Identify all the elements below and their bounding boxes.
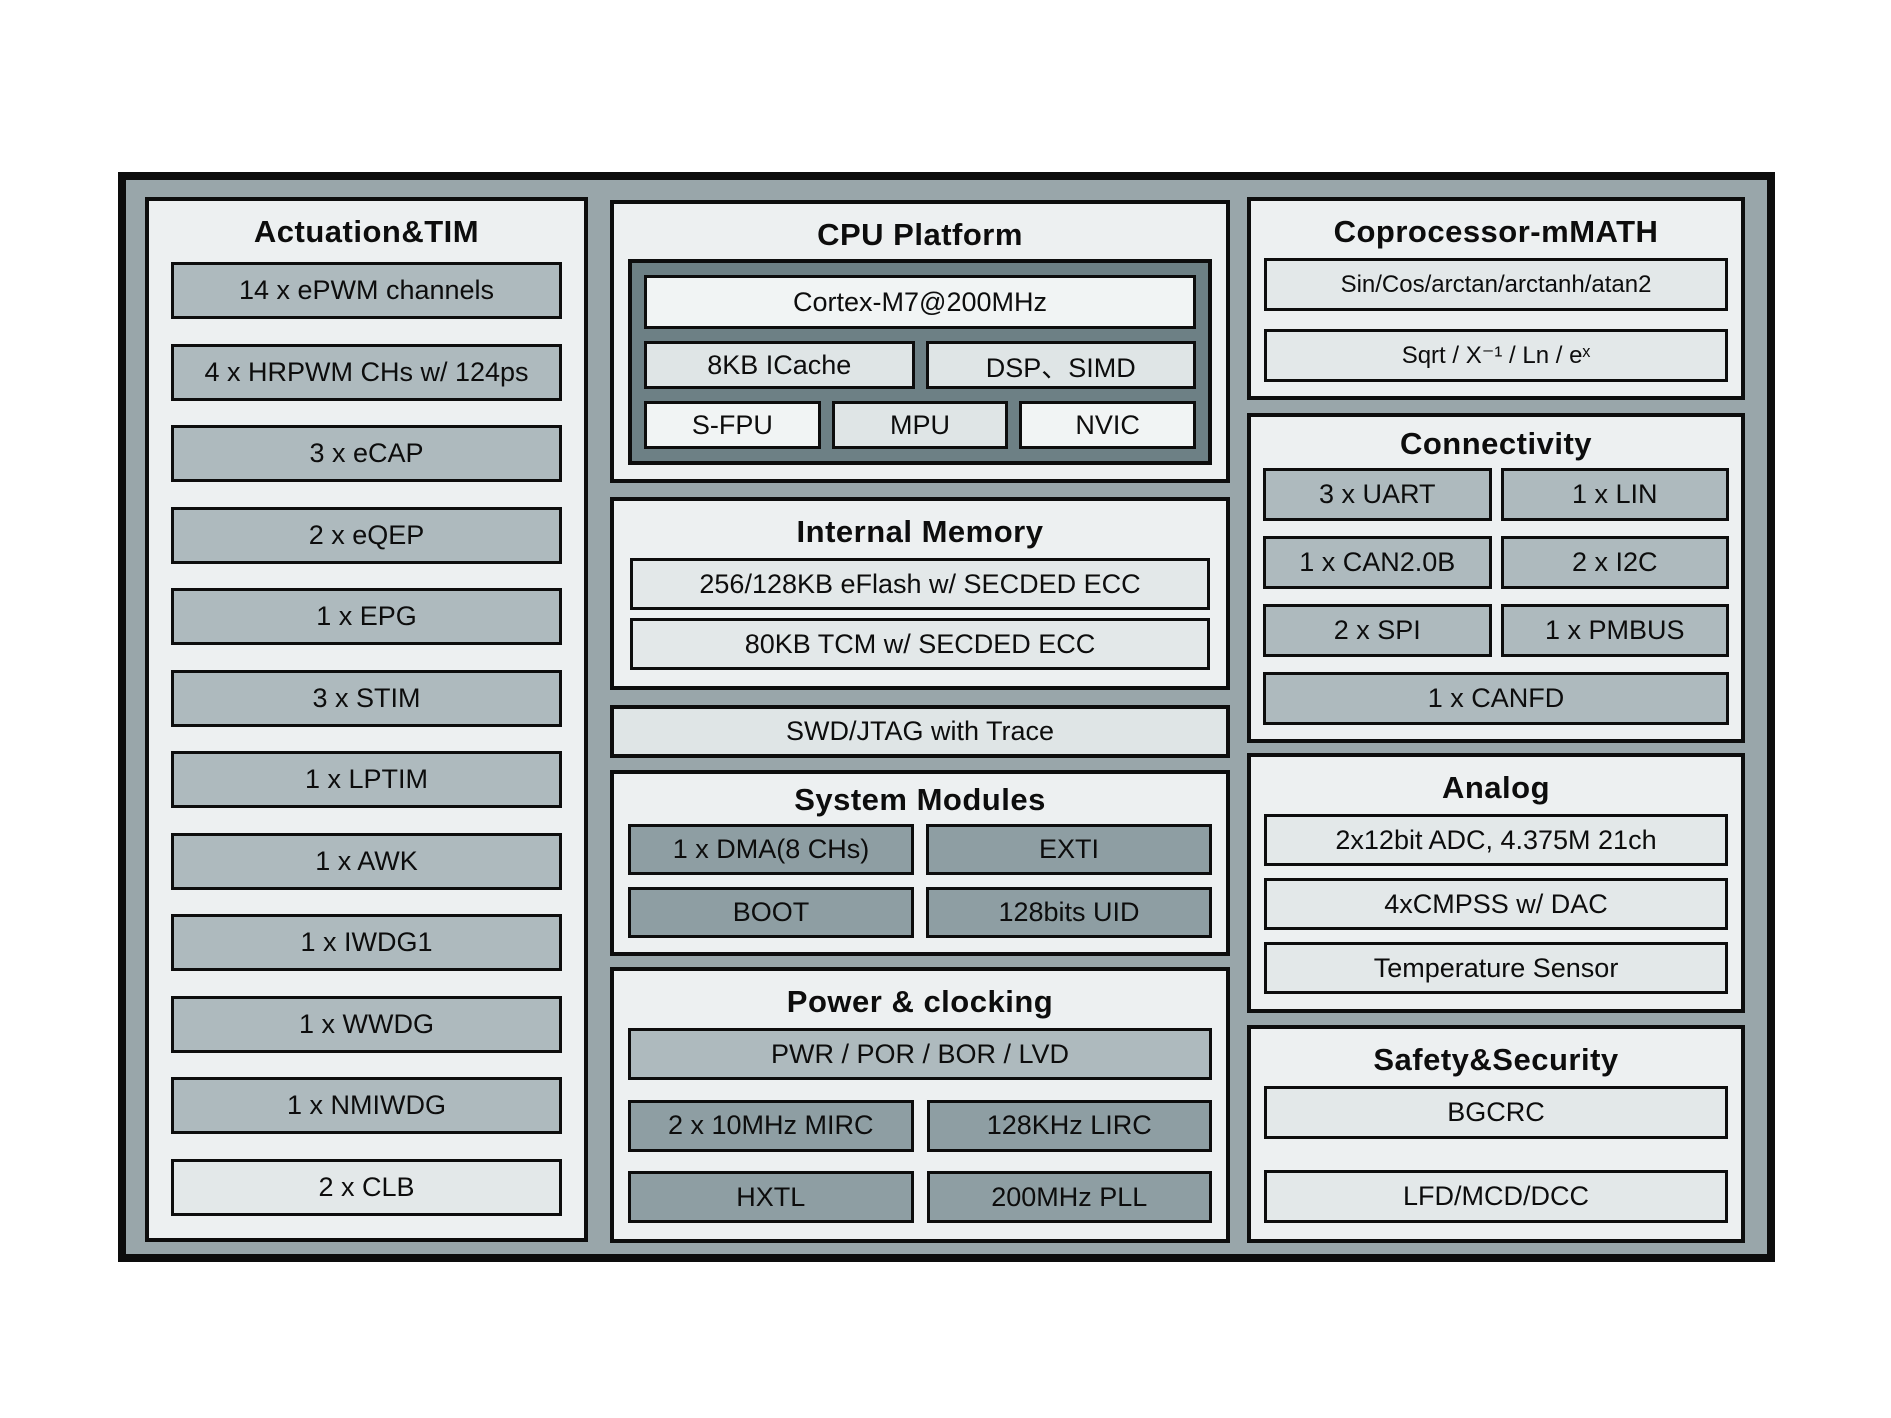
analog-title: Analog (1441, 770, 1551, 805)
section-connectivity: Connectivity 3 x UART 1 x LIN 1 x CAN2.0… (1247, 413, 1745, 743)
block-lptim: 1 x LPTIM (171, 751, 562, 809)
section-system-modules: System Modules 1 x DMA(8 CHs) EXTI BOOT … (610, 770, 1230, 956)
actuation-stack: 14 x ePWM channels 4 x HRPWM CHs w/ 124p… (149, 256, 584, 1238)
block-stim: 3 x STIM (171, 669, 562, 727)
block-wwdg: 1 x WWDG (171, 995, 562, 1053)
block-hxtl: HXTL (628, 1171, 914, 1223)
block-can20b: 1 x CAN2.0B (1263, 536, 1492, 589)
cpu-title: CPU Platform (817, 217, 1023, 252)
block-eflash: 256/128KB eFlash w/ SECDED ECC (630, 558, 1210, 610)
block-epwm-channels: 14 x ePWM channels (171, 262, 562, 319)
system-grid: 1 x DMA(8 CHs) EXTI BOOT 128bits UID (614, 822, 1226, 952)
block-spi: 2 x SPI (1263, 604, 1492, 657)
block-pll: 200MHz PLL (926, 1171, 1212, 1223)
power-grid-1: 2 x 10MHz MIRC 128KHz LIRC (628, 1099, 1212, 1152)
block-clb: 2 x CLB (171, 1158, 562, 1216)
safety-stack: BGCRC LFD/MCD/DCC (1251, 1084, 1741, 1239)
connectivity-title: Connectivity (1399, 426, 1593, 461)
block-trig-functions: Sin/Cos/arctan/arctanh/atan2 (1264, 258, 1728, 311)
section-power-clocking: Power & clocking PWR / POR / BOR / LVD 2… (610, 967, 1230, 1243)
actuation-title: Actuation&TIM (253, 214, 480, 249)
section-internal-memory: Internal Memory 256/128KB eFlash w/ SECD… (610, 497, 1230, 690)
block-exti: EXTI (926, 824, 1212, 875)
cpu-row-units: S-FPU MPU NVIC (644, 401, 1197, 449)
block-cmpss: 4xCMPSS w/ DAC (1264, 878, 1728, 930)
block-adc: 2x12bit ADC, 4.375M 21ch (1264, 814, 1728, 866)
block-icache: 8KB ICache (644, 341, 915, 389)
coprocessor-title: Coprocessor-mMATH (1333, 214, 1659, 249)
block-lfd-mcd-dcc: LFD/MCD/DCC (1264, 1170, 1728, 1223)
block-uart: 3 x UART (1263, 468, 1492, 521)
section-safety-security: Safety&Security BGCRC LFD/MCD/DCC (1247, 1025, 1745, 1243)
block-ecap: 3 x eCAP (171, 425, 562, 483)
block-tcm: 80KB TCM w/ SECDED ECC (630, 618, 1210, 670)
block-sqrt-ln-exp: Sqrt / X⁻¹ / Ln / eˣ (1264, 329, 1728, 382)
block-dsp-simd: DSP、SIMD (925, 341, 1196, 389)
memory-stack: 256/128KB eFlash w/ SECDED ECC 80KB TCM … (614, 556, 1226, 686)
block-hrpwm-chs: 4 x HRPWM CHs w/ 124ps (171, 343, 562, 401)
power-grid-2: HXTL 200MHz PLL (628, 1171, 1212, 1223)
power-stack: PWR / POR / BOR / LVD 2 x 10MHz MIRC 128… (614, 1026, 1226, 1239)
block-lirc: 128KHz LIRC (926, 1099, 1212, 1152)
section-coprocessor-mmath: Coprocessor-mMATH Sin/Cos/arctan/arctanh… (1247, 197, 1745, 400)
section-cpu-platform: CPU Platform Cortex-M7@200MHz 8KB ICache… (610, 200, 1230, 483)
safety-title: Safety&Security (1373, 1042, 1619, 1077)
block-lin: 1 x LIN (1500, 468, 1729, 521)
block-iwdg1: 1 x IWDG1 (171, 914, 562, 972)
block-nvic: NVIC (1019, 401, 1197, 449)
block-awk: 1 x AWK (171, 832, 562, 890)
memory-title: Internal Memory (796, 514, 1044, 549)
analog-stack: 2x12bit ADC, 4.375M 21ch 4xCMPSS w/ DAC … (1251, 812, 1741, 1009)
block-mpu: MPU (831, 401, 1009, 449)
block-nmiwdg: 1 x NMIWDG (171, 1077, 562, 1135)
system-title: System Modules (794, 782, 1046, 817)
block-s-fpu: S-FPU (644, 401, 821, 449)
block-pwr-por-bor-lvd: PWR / POR / BOR / LVD (628, 1028, 1212, 1080)
block-canfd: 1 x CANFD (1263, 672, 1729, 725)
block-uid: 128bits UID (926, 887, 1212, 938)
power-title: Power & clocking (786, 984, 1054, 1019)
chip-outline: Actuation&TIM 14 x ePWM channels 4 x HRP… (118, 172, 1775, 1262)
block-i2c: 2 x I2C (1500, 536, 1729, 589)
block-bgcrc: BGCRC (1264, 1086, 1728, 1139)
block-swd-jtag: SWD/JTAG with Trace (610, 705, 1230, 758)
coprocessor-stack: Sin/Cos/arctan/arctanh/atan2 Sqrt / X⁻¹ … (1251, 256, 1741, 396)
block-pmbus: 1 x PMBUS (1500, 604, 1729, 657)
block-eqep: 2 x eQEP (171, 506, 562, 564)
section-analog: Analog 2x12bit ADC, 4.375M 21ch 4xCMPSS … (1247, 753, 1745, 1013)
cpu-core-cluster: Cortex-M7@200MHz 8KB ICache DSP、SIMD S-F… (628, 259, 1212, 465)
block-temp-sensor: Temperature Sensor (1264, 942, 1728, 994)
block-boot: BOOT (628, 887, 914, 938)
block-cortex-m7: Cortex-M7@200MHz (644, 275, 1196, 329)
cpu-row-cache: 8KB ICache DSP、SIMD (644, 341, 1196, 389)
block-epg: 1 x EPG (171, 588, 562, 646)
block-dma: 1 x DMA(8 CHs) (628, 824, 914, 875)
section-actuation-tim: Actuation&TIM 14 x ePWM channels 4 x HRP… (145, 197, 588, 1242)
block-mirc: 2 x 10MHz MIRC (628, 1099, 914, 1152)
connectivity-grid: 3 x UART 1 x LIN 1 x CAN2.0B 2 x I2C 2 x… (1251, 466, 1741, 739)
